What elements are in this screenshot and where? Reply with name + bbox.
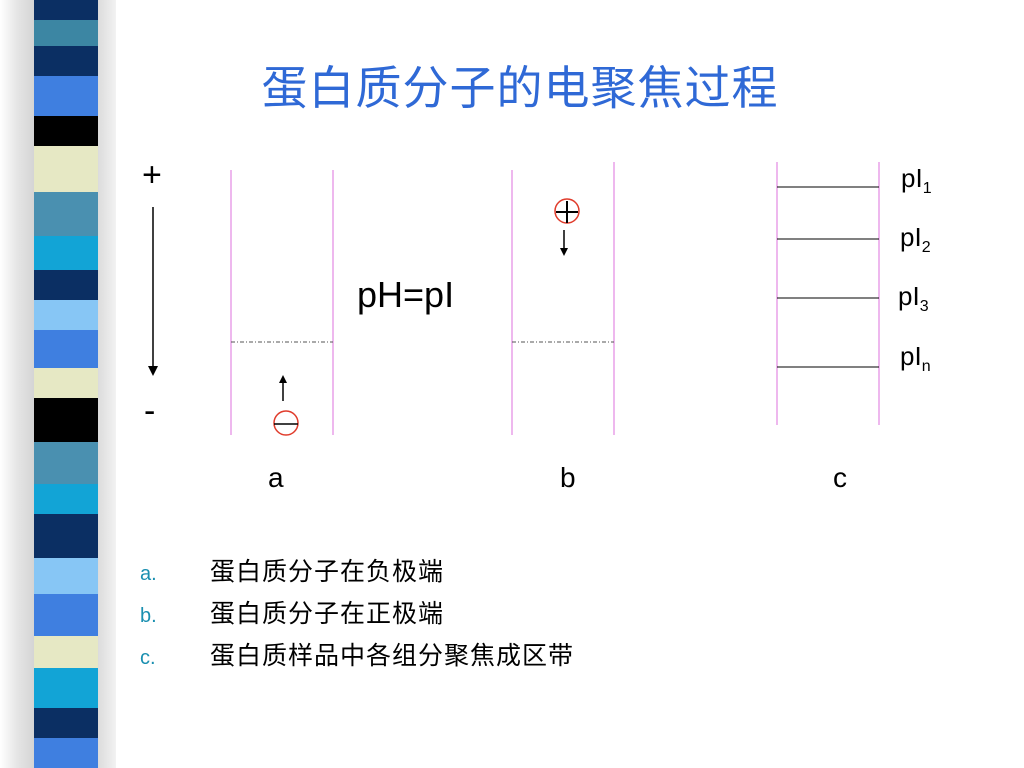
column-label-c: c: [833, 462, 847, 493]
pi-label-sub: 3: [919, 298, 929, 315]
strip-tile: [34, 20, 98, 46]
strip-tile: [34, 236, 98, 270]
pi-label-2: pI2: [900, 222, 931, 257]
pi-label-n: pIn: [900, 341, 931, 376]
strip-tile: [34, 330, 98, 368]
strip-tile: [34, 668, 98, 708]
legend-marker: b.: [140, 605, 157, 627]
strip-tile: [34, 514, 98, 558]
strip-tile: [34, 708, 98, 738]
decorative-strip: [34, 0, 98, 768]
pi-label-sub: 1: [922, 180, 932, 197]
legend-text: 蛋白质分子在正极端: [210, 599, 445, 628]
particle-a-arrow-head: [279, 375, 287, 383]
strip-tile: [34, 558, 98, 594]
strip-tile: [34, 484, 98, 514]
particle-a-ring: [273, 410, 299, 436]
legend-item: c. 蛋白质样品中各组分聚焦成区带: [140, 636, 574, 678]
pi-label-sub: n: [921, 358, 931, 375]
slide-title: 蛋白质分子的电聚焦过程: [261, 61, 779, 115]
strip-tile: [34, 300, 98, 330]
legend-item: a. 蛋白质分子在负极端: [140, 552, 574, 594]
polarity-negative: -: [144, 392, 156, 430]
legend-marker: a.: [140, 563, 157, 585]
legend-item: b. 蛋白质分子在正极端: [140, 594, 574, 636]
polarity-arrow-head: [148, 366, 158, 376]
strip-tile: [34, 192, 98, 236]
pi-label-1: pI1: [901, 163, 932, 198]
legend-list: a. 蛋白质分子在负极端 b. 蛋白质分子在正极端 c. 蛋白质样品中各组分聚焦…: [140, 552, 574, 678]
pi-label-sub: 2: [921, 239, 931, 256]
pi-label-base: pI: [901, 163, 923, 193]
strip-tile: [34, 146, 98, 192]
particle-b-arrow-head: [560, 248, 568, 256]
legend-text: 蛋白质分子在负极端: [210, 557, 445, 586]
strip-tile: [34, 270, 98, 300]
strip-tile: [34, 0, 98, 20]
pi-label-base: pI: [898, 281, 920, 311]
strip-tile: [34, 738, 98, 768]
column-label-b: b: [560, 462, 576, 493]
strip-tile: [34, 636, 98, 668]
column-label-a: a: [268, 462, 284, 493]
strip-tile: [34, 76, 98, 116]
pi-label-3: pI3: [898, 281, 929, 316]
strip-tile: [34, 398, 98, 442]
strip-tile: [34, 442, 98, 484]
strip-tile: [34, 116, 98, 146]
legend-marker: c.: [140, 647, 156, 669]
polarity-positive: +: [142, 156, 162, 194]
strip-tile: [34, 594, 98, 636]
strip-tile: [34, 46, 98, 76]
strip-tile: [34, 368, 98, 398]
legend-text: 蛋白质样品中各组分聚焦成区带: [210, 641, 575, 670]
pi-label-base: pI: [900, 341, 922, 371]
center-label-ph: pH=pI: [357, 274, 455, 315]
pi-label-base: pI: [900, 222, 922, 252]
